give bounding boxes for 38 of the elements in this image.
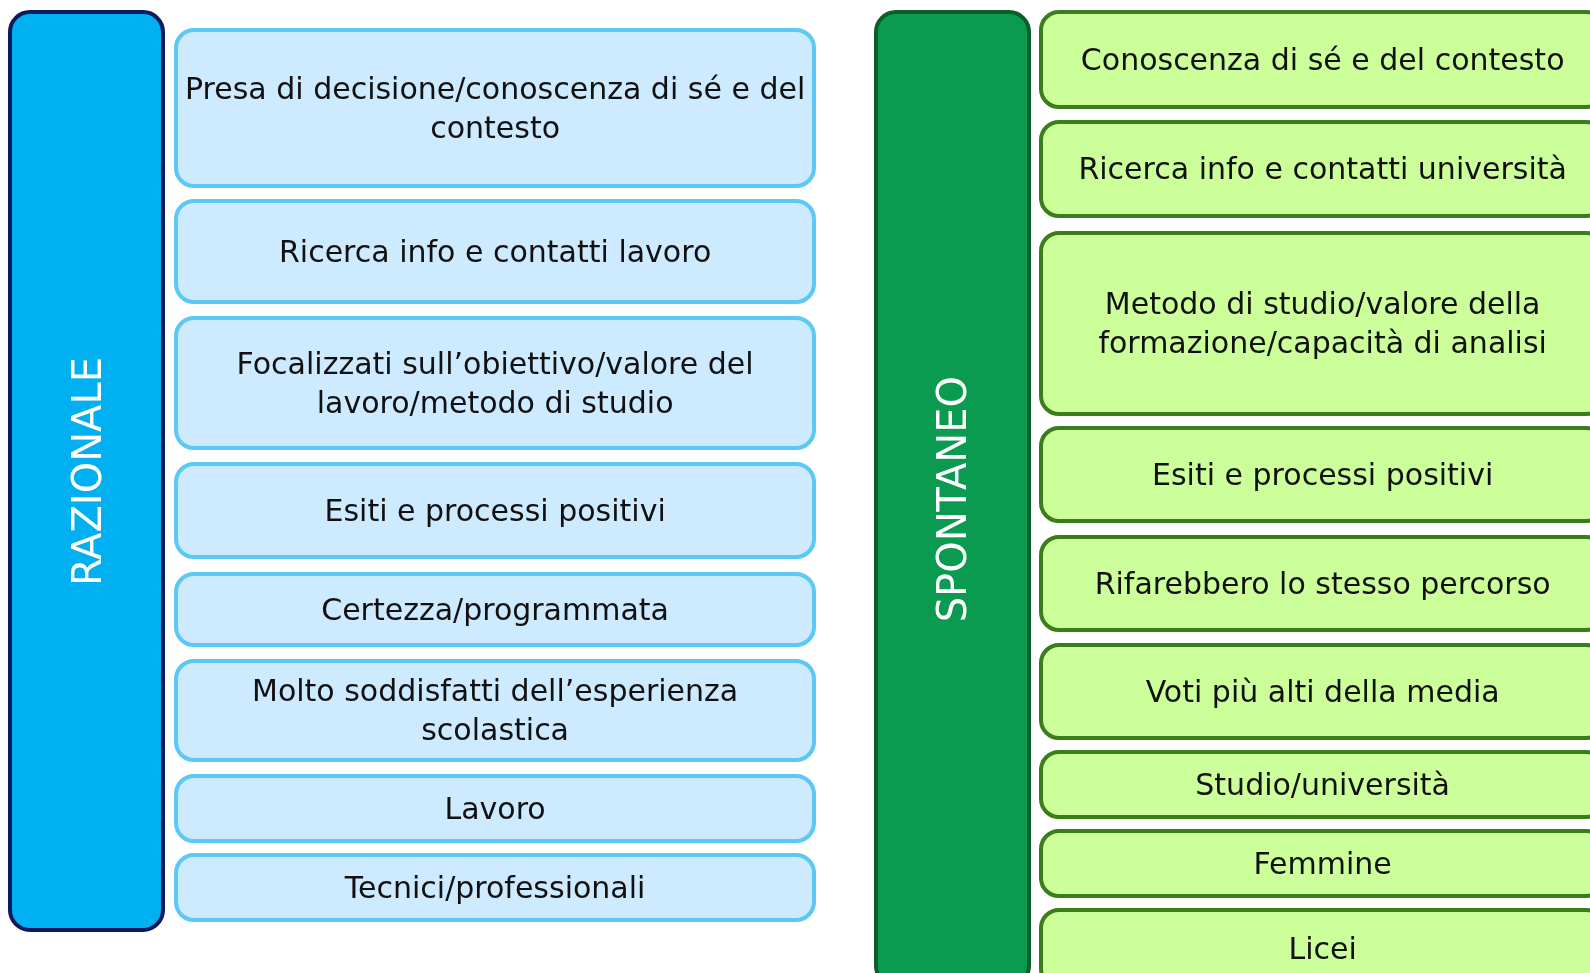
item-box: [1038, 10, 1590, 110]
category-bar: [8, 10, 166, 933]
item-box: [1038, 829, 1590, 898]
item-text: Ricerca info e contatti lavoro: [278, 232, 712, 271]
item-box: [174, 462, 816, 560]
item-box: [174, 28, 816, 188]
item-text: Licei: [1288, 930, 1357, 969]
item-text: Conoscenza di sé e del contesto: [1080, 41, 1565, 80]
item-text: Metodo di studio/valore della formazione/capacità di analisi: [1097, 285, 1548, 363]
item-box: [1038, 642, 1590, 740]
category-label: RAZIONALE: [63, 356, 110, 586]
item-box: [1038, 908, 1590, 973]
item-box: [1038, 750, 1590, 819]
item-box: [174, 316, 816, 450]
item-box: [1038, 119, 1590, 218]
item-text: Rifarebbero lo stesso percorso: [1094, 565, 1551, 604]
item-text: Molto soddisfatti dell’esperienza scolastica: [251, 672, 740, 750]
item-text: Certezza/programmata: [321, 590, 669, 629]
item-text: Voti più alti della media: [1145, 672, 1500, 711]
item-text: Femmine: [1253, 845, 1392, 883]
item-text: Presa di decisione/conoscenza di sé e del contesto: [184, 69, 806, 147]
item-text: Lavoro: [444, 790, 546, 829]
item-text: Ricerca info e contatti università: [1078, 150, 1567, 189]
item-box: [1038, 231, 1590, 416]
item-box: [174, 571, 816, 647]
item-box: [174, 853, 816, 923]
category-bar: [873, 10, 1031, 973]
item-box: [1038, 425, 1590, 523]
item-box: [174, 774, 816, 844]
item-box: [174, 198, 816, 305]
item-box: [1038, 535, 1590, 633]
item-text: Focalizzati sull’obiettivo/valore del lavoro/metodo di studio: [235, 345, 755, 423]
item-text: Esiti e processi positivi: [1152, 455, 1494, 494]
item-text: Tecnici/professionali: [344, 869, 646, 908]
item-text: Esiti e processi positivi: [324, 492, 666, 531]
category-label: SPONTANEO: [929, 376, 976, 623]
item-box: [174, 658, 816, 763]
item-text: Studio/università: [1195, 765, 1450, 804]
